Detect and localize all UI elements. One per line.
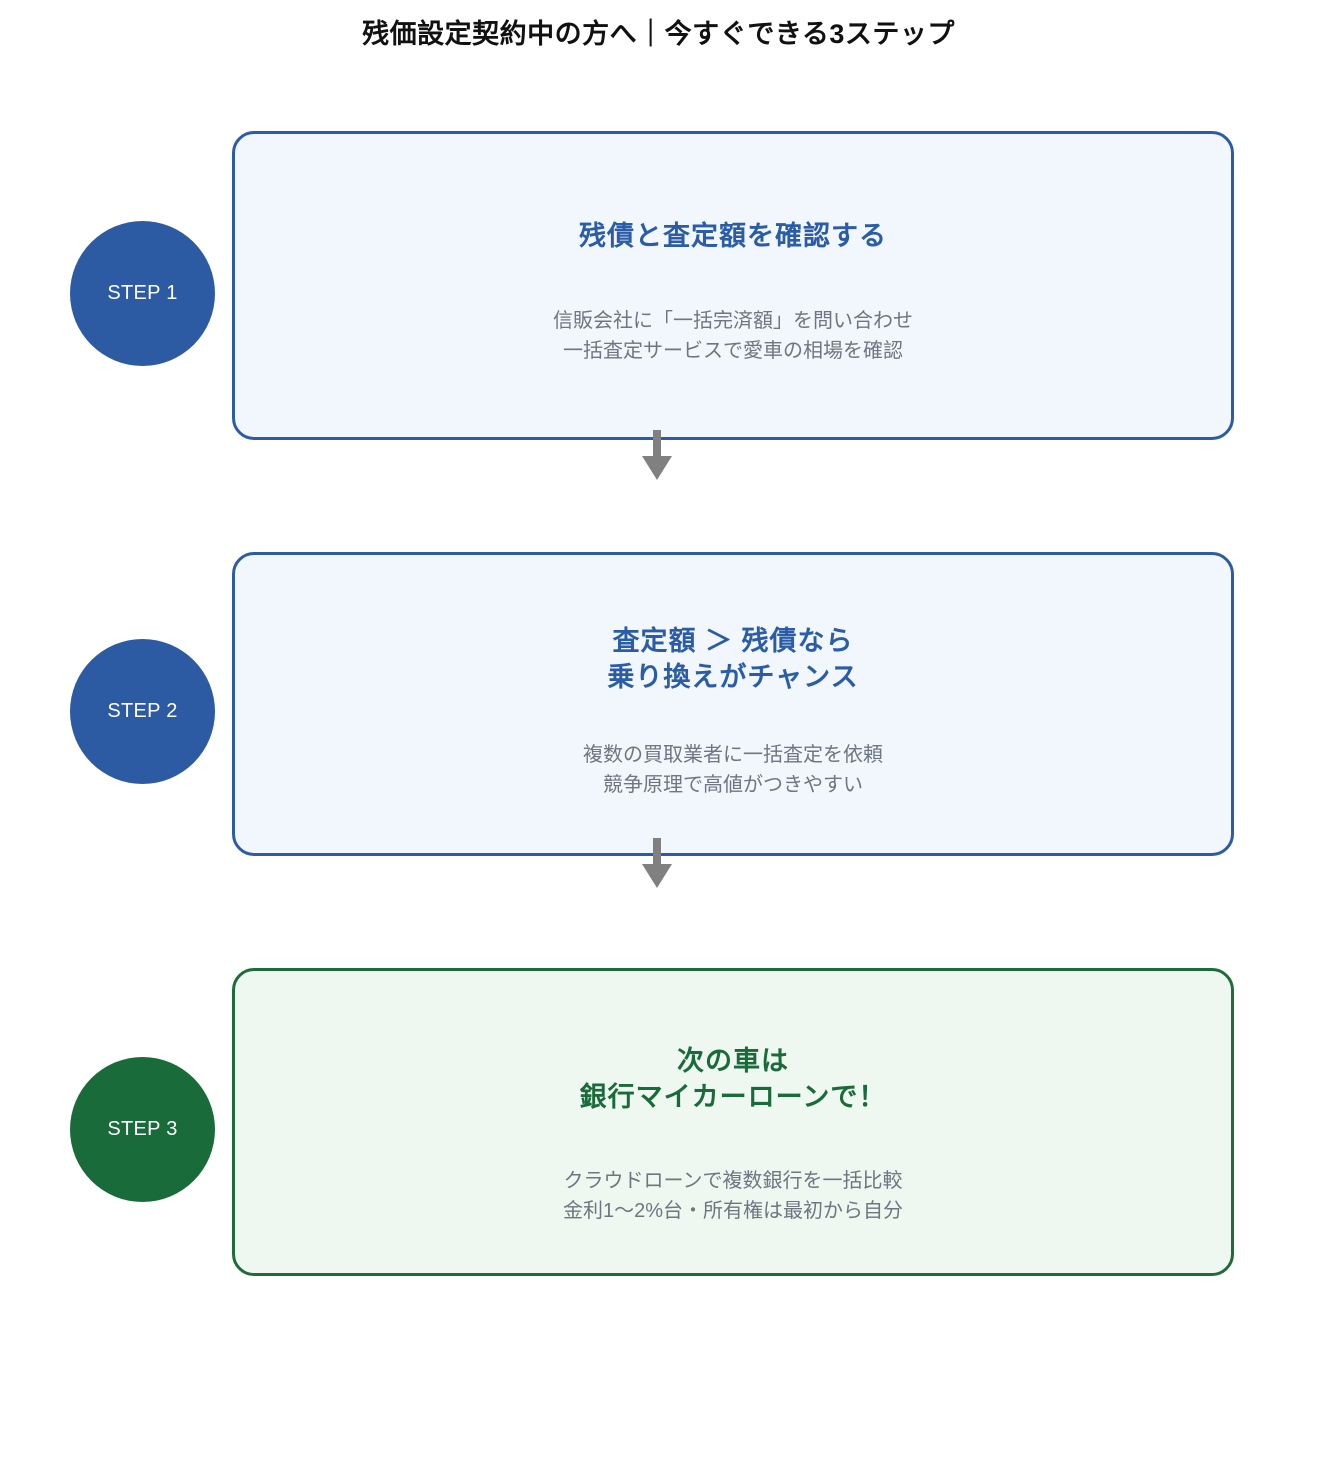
step-badge-2[interactable]: STEP 2 — [70, 639, 215, 784]
step-body-2: 複数の買取業者に一括査定を依頼 競争原理で高値がつきやすい — [583, 743, 883, 796]
step-badge-1[interactable]: STEP 1 — [70, 221, 215, 366]
page-title: 残価設定契約中の方へ｜今すぐできる3ステップ — [362, 19, 955, 49]
step-heading-1: 残債と査定額を確認する — [579, 221, 887, 251]
step-badge-3[interactable]: STEP 3 — [70, 1057, 215, 1202]
step-body-3: クラウドローンで複数銀行を一括比較 金利1〜2%台・所有権は最初から自分 — [562, 1169, 904, 1222]
step-heading-2: 査定額 ＞ 残債なら 乗り換えがチャンス — [607, 626, 859, 693]
arrow-step1-to-step2 — [642, 430, 672, 480]
step-badge-label-2: STEP 2 — [107, 700, 178, 722]
step-badge-label-1: STEP 1 — [107, 282, 178, 304]
step-card-1[interactable]: 残債と査定額を確認する 信販会社に「一括完済額」を問い合わせ 一括査定サービスで… — [232, 131, 1234, 440]
step-badge-label-3: STEP 3 — [107, 1118, 178, 1140]
step-card-2[interactable]: 査定額 ＞ 残債なら 乗り換えがチャンス 複数の買取業者に一括査定を依頼 競争原… — [232, 552, 1234, 856]
arrow-step2-to-step3 — [642, 838, 672, 888]
step-body-1: 信販会社に「一括完済額」を問い合わせ 一括査定サービスで愛車の相場を確認 — [553, 310, 913, 363]
step-heading-3: 次の車は 銀行マイカーローンで！ — [579, 1046, 887, 1113]
step-card-3[interactable]: 次の車は 銀行マイカーローンで！ クラウドローンで複数銀行を一括比較 金利1〜2… — [232, 968, 1234, 1276]
